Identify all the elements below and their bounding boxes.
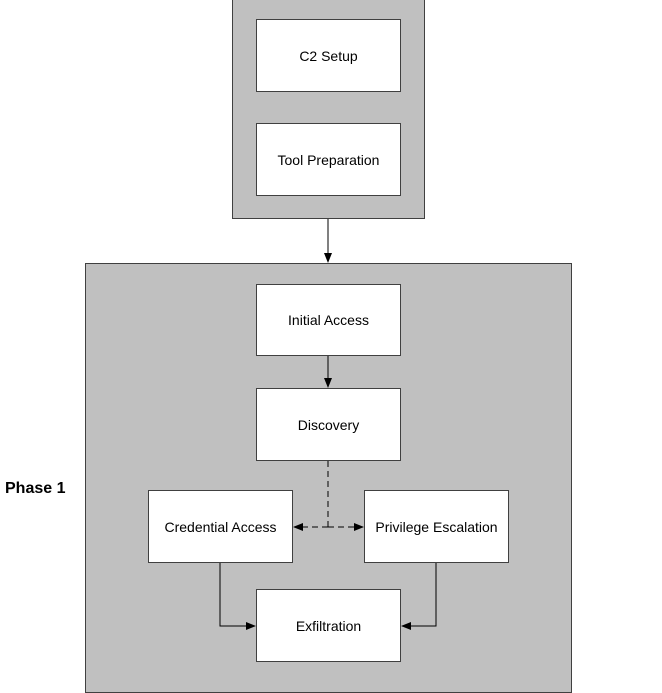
tool-preparation-node[interactable]: Tool Preparation — [256, 123, 401, 196]
initial-access-node[interactable]: Initial Access — [256, 284, 401, 356]
credential-access-node[interactable]: Credential Access — [148, 490, 293, 563]
c2-setup-label: C2 Setup — [299, 47, 358, 64]
exfiltration-node[interactable]: Exfiltration — [256, 589, 401, 662]
initial-access-label: Initial Access — [288, 312, 369, 328]
c2-setup-node[interactable]: C2 Setup — [256, 19, 401, 92]
discovery-node[interactable]: Discovery — [256, 388, 401, 461]
phase-1-label: Phase 1 — [5, 480, 66, 497]
tool-preparation-label: Tool Preparation — [277, 151, 380, 168]
arrow-credential-access-to-exfiltration — [219, 563, 256, 630]
privilege-escalation-node[interactable]: Privilege Escalation — [364, 490, 509, 563]
arrow-privilege-escalation-to-exfiltration — [401, 563, 437, 630]
exfiltration-label: Exfiltration — [295, 617, 362, 634]
privilege-escalation-label: Privilege Escalation — [375, 518, 498, 535]
credential-access-label: Credential Access — [164, 518, 277, 535]
discovery-label: Discovery — [297, 416, 360, 433]
